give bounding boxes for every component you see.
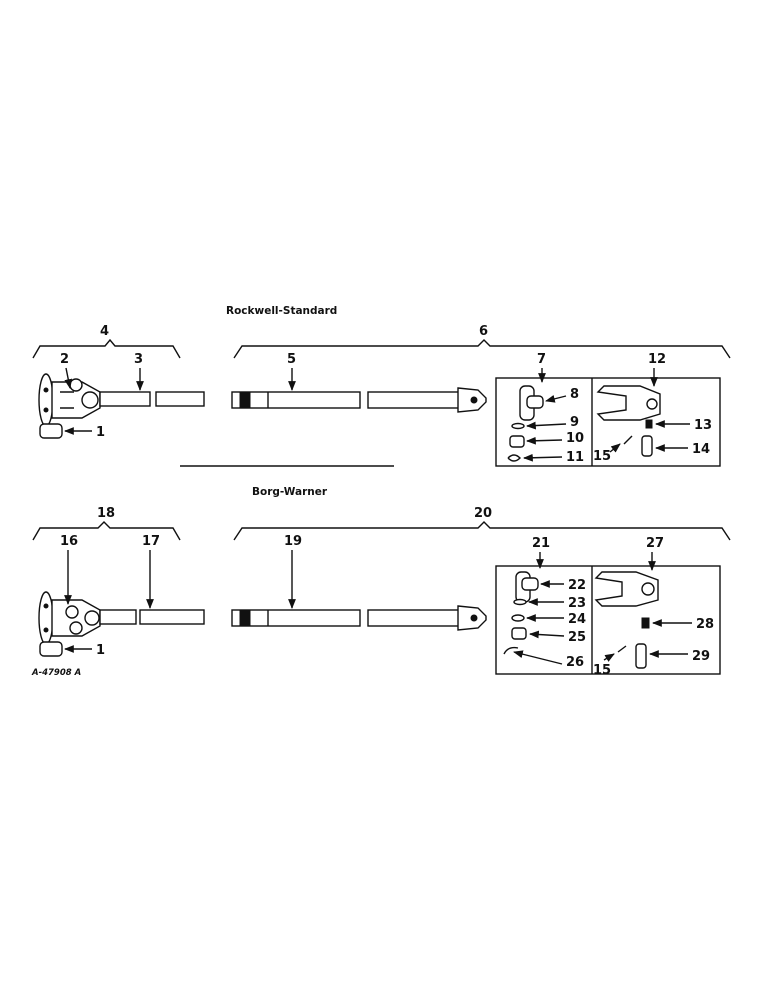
callout-21: 21 (532, 536, 550, 551)
pin-14 (641, 435, 653, 457)
callout-17: 17 (142, 534, 160, 549)
callout-25: 25 (568, 630, 586, 645)
tube-5 (231, 391, 361, 409)
bearing-25 (511, 627, 527, 640)
bracket-18 (32, 521, 181, 541)
flange-yoke-assembly (38, 373, 101, 427)
callout-9: 9 (570, 415, 579, 430)
cotter-pin-15 (623, 435, 633, 445)
callout-10: 10 (566, 431, 584, 446)
drawing-code: A-47908 A (31, 668, 81, 678)
callout-1: 1 (96, 425, 105, 440)
journal-cross-22 (515, 571, 539, 603)
callout-15-bw: 15 (593, 663, 611, 678)
callout-7: 7 (537, 352, 546, 367)
tube-yoke-end-bw (367, 609, 461, 627)
callout-15: 15 (593, 449, 611, 464)
washer-24 (511, 614, 525, 622)
bracket-20 (233, 521, 731, 541)
callout-27: 27 (646, 536, 664, 551)
tube-19 (231, 609, 361, 627)
bracket-4 (32, 338, 181, 359)
bearing-10 (509, 435, 525, 448)
bearing-cap-1-bw (39, 641, 63, 657)
callout-4: 4 (100, 324, 109, 339)
kit-box-borg-warner (495, 565, 721, 675)
tube-yoke-end (367, 391, 461, 409)
callout-23: 23 (568, 596, 586, 611)
callout-8: 8 (570, 387, 579, 402)
callout-1-bw: 1 (96, 643, 105, 658)
shaft-stub-bw (139, 609, 205, 625)
snap-ring-11 (507, 454, 521, 462)
flange-yoke-assembly-bw (38, 591, 101, 645)
callout-28: 28 (696, 617, 714, 632)
slip-yoke-shaft-3 (99, 391, 151, 407)
callout-3: 3 (134, 352, 143, 367)
cotter-pin-15-bw (617, 645, 627, 653)
callout-11: 11 (566, 450, 584, 465)
callout-16: 16 (60, 534, 78, 549)
yoke-12 (596, 385, 661, 421)
borg-warner-title: Borg-Warner (252, 486, 328, 498)
callout-22: 22 (568, 578, 586, 593)
pin-29 (635, 643, 647, 669)
leader-2 (64, 367, 73, 389)
callout-29: 29 (692, 649, 710, 664)
bearing-cap-1 (39, 423, 63, 439)
shaft-stub (155, 391, 205, 407)
callout-13: 13 (694, 418, 712, 433)
rockwell-standard-title: Rockwell-Standard (226, 305, 337, 317)
callout-2: 2 (60, 352, 69, 367)
spring-13 (645, 419, 653, 429)
slip-shaft-17 (99, 609, 137, 625)
yoke-27 (594, 571, 659, 607)
callout-12: 12 (648, 352, 666, 367)
callout-14: 14 (692, 442, 710, 457)
kit-box-rockwell (495, 377, 721, 467)
callout-20: 20 (474, 506, 492, 521)
seal-9 (511, 422, 525, 430)
callout-24: 24 (568, 612, 586, 627)
callout-5: 5 (287, 352, 296, 367)
callout-18: 18 (97, 506, 115, 521)
callout-26: 26 (566, 655, 584, 670)
journal-cross-8 (519, 385, 544, 421)
callout-6: 6 (479, 324, 488, 339)
callout-19: 19 (284, 534, 302, 549)
seal-23 (513, 598, 527, 606)
spring-28 (641, 617, 650, 629)
bracket-6 (233, 339, 731, 359)
snap-ring-26 (503, 646, 519, 655)
